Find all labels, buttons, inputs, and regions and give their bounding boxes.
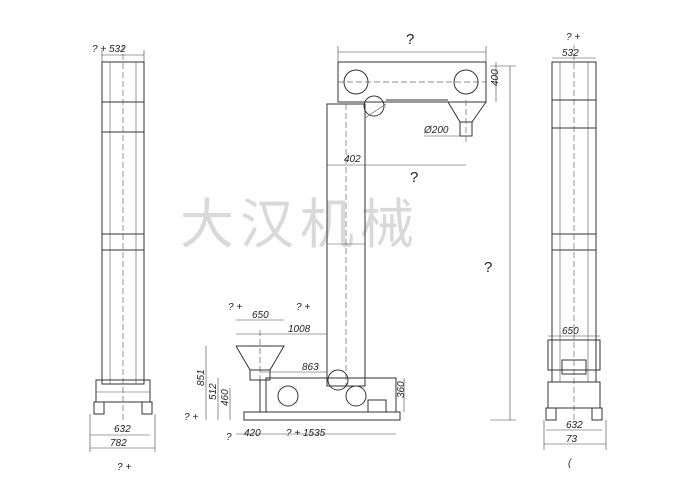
left-foot-left	[93, 401, 105, 415]
boot-pulley-left	[277, 385, 299, 407]
feeder-reach-label: 1008	[288, 324, 311, 335]
discharge-chute	[447, 101, 487, 123]
base-frame	[243, 411, 401, 421]
head-width-label: ?	[406, 31, 414, 48]
right-hopper-width: 650	[562, 326, 579, 337]
inlet-offset-label: 863	[302, 362, 319, 373]
boot-pulley-right	[345, 385, 367, 407]
right-mid-flange	[551, 233, 597, 251]
watermark: 大汉机械	[180, 193, 420, 256]
left-side-view: ? + 532 632 782 ? +	[89, 44, 156, 473]
head-height-label: 400	[490, 69, 501, 86]
front-view: ? 400 Ø200 402 ? ? ? + ? + 650 1008 863 …	[184, 31, 516, 443]
height-851-label: 851	[196, 369, 207, 386]
right-foot-left	[545, 407, 557, 421]
drive-motor	[367, 399, 387, 413]
feeder-width-label: 650	[252, 310, 269, 321]
height-460-label: 460	[220, 389, 231, 406]
left-base-width: 632	[114, 424, 131, 435]
left-foot-right	[141, 401, 153, 415]
feeder-top-label: ? +	[228, 302, 242, 313]
right-base-width: 632	[566, 420, 583, 431]
right-footer-label: (	[568, 458, 573, 469]
bend-pulley	[363, 95, 385, 117]
left-mid-flange	[101, 233, 145, 251]
left-top-label: ? + 532	[92, 44, 126, 55]
right-overall-width: 73	[566, 434, 578, 445]
right-base	[547, 381, 601, 409]
right-side-view: ? + 532 650 632 73 (	[543, 32, 607, 469]
feeder-top-right-label: ? +	[296, 302, 310, 313]
outlet-diameter-label: Ø200	[423, 125, 449, 136]
left-footer-label: ? +	[117, 462, 131, 473]
right-hopper-throat	[561, 359, 587, 375]
head-offset-label: 402	[344, 154, 361, 165]
right-top-width: 532	[562, 48, 579, 59]
boot-height-label: 360	[396, 381, 407, 398]
tail-pulley	[327, 369, 349, 391]
boot-section	[265, 377, 397, 413]
base-dim-0: ?	[226, 432, 232, 443]
left-base	[95, 379, 151, 403]
right-top-label: ? +	[566, 32, 580, 43]
overall-height-label: ?	[484, 259, 492, 276]
right-head-section	[551, 99, 597, 129]
mid-label: ?	[410, 169, 418, 186]
right-hopper	[547, 339, 601, 371]
left-overall-width: 782	[110, 438, 127, 449]
left-head-section	[101, 101, 145, 133]
left-mark-label: ? +	[184, 412, 198, 423]
right-foot-right	[591, 407, 603, 421]
base-dim-420: 420	[244, 428, 261, 439]
base-dim-1535: ? + 1535	[286, 428, 326, 439]
height-512-label: 512	[208, 383, 219, 400]
